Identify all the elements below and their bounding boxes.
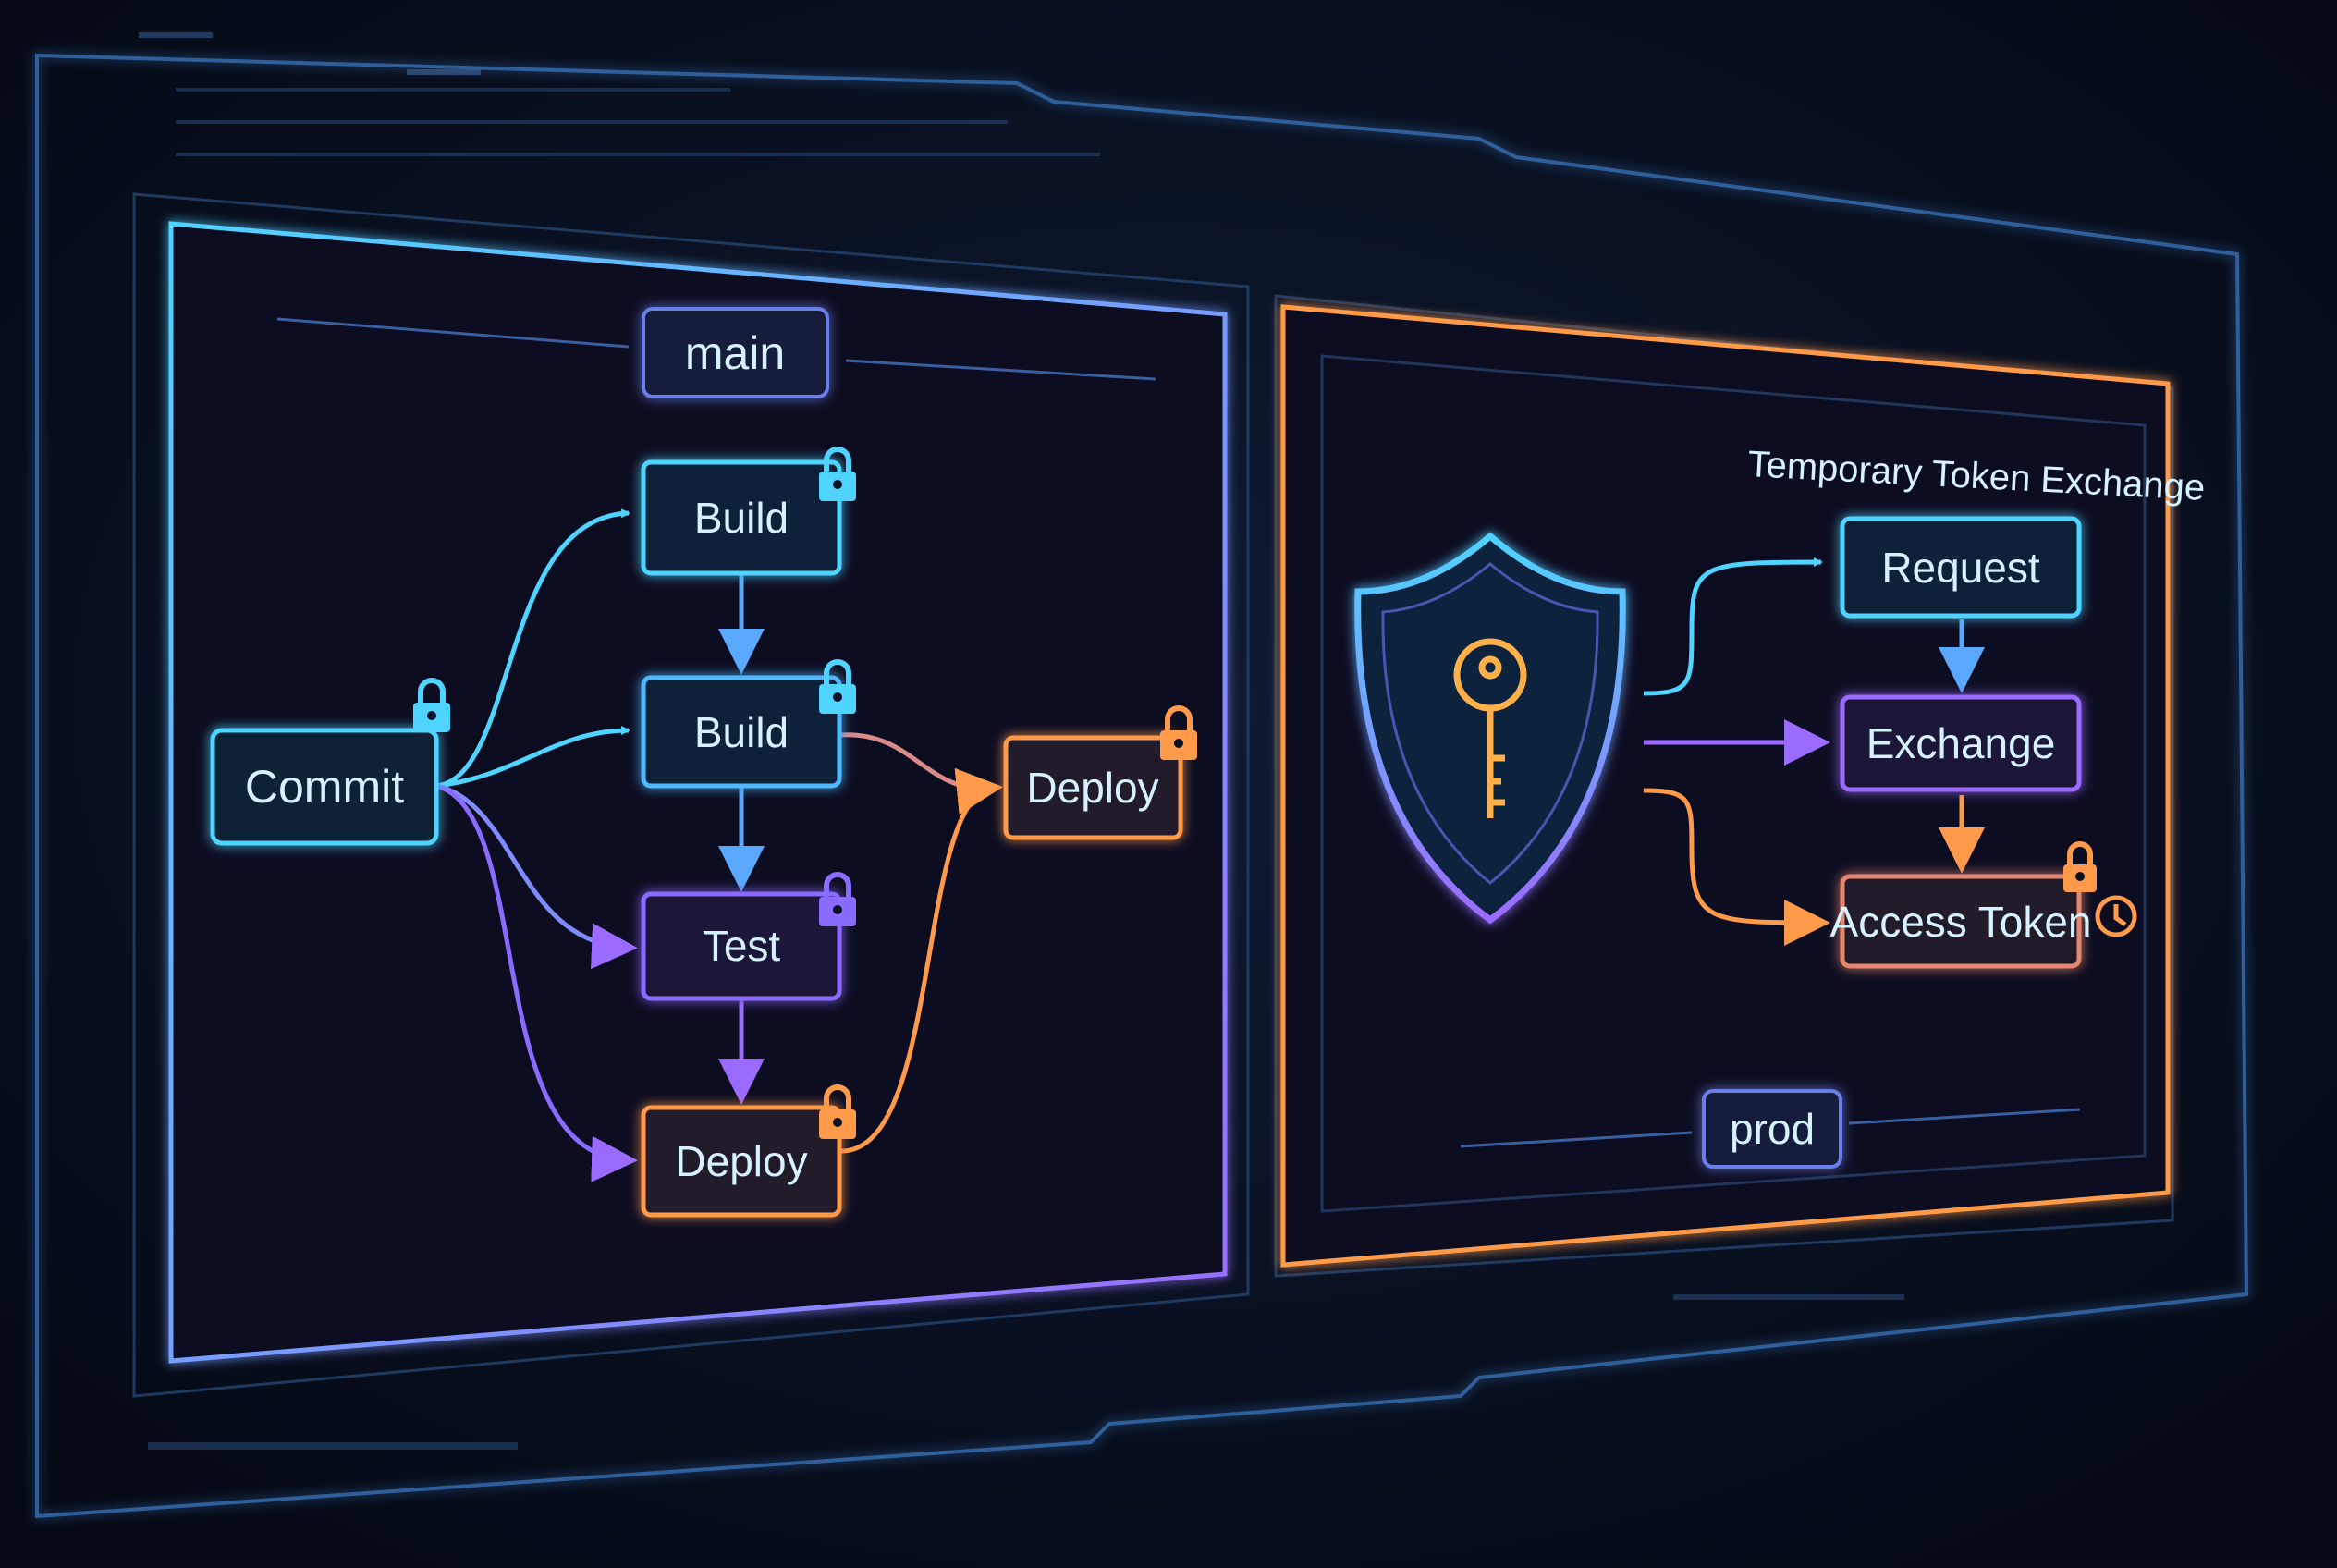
svg-text:Deploy: Deploy bbox=[675, 1137, 807, 1185]
node-deploy-staged[interactable]: Deploy bbox=[641, 1105, 842, 1218]
branch-label: main bbox=[685, 327, 785, 379]
token-exchange-panel: Temporary Token Exchange Request Exc bbox=[1280, 304, 2206, 1268]
svg-text:Test: Test bbox=[703, 922, 781, 970]
edge-deploy-deploy bbox=[838, 768, 1003, 1154]
hud-data-lines bbox=[139, 32, 1904, 1450]
node-commit[interactable]: Commit bbox=[210, 728, 439, 846]
svg-text:Build: Build bbox=[694, 708, 789, 756]
svg-text:Access Token: Access Token bbox=[1830, 898, 2092, 946]
step-exchange[interactable]: Exchange bbox=[1840, 694, 2082, 792]
lock-icon bbox=[819, 659, 856, 714]
divider bbox=[276, 317, 630, 349]
edge-commit-build1 bbox=[435, 508, 630, 789]
pipeline-panel-border bbox=[168, 221, 1228, 1364]
branch-badge-main[interactable]: main bbox=[642, 307, 829, 398]
step-request[interactable]: Request bbox=[1840, 516, 2082, 619]
svg-text:Build: Build bbox=[694, 494, 789, 542]
lock-icon bbox=[2063, 841, 2097, 892]
node-test[interactable]: Test bbox=[641, 891, 842, 1001]
step-access-token[interactable]: Access Token bbox=[1830, 874, 2092, 969]
lock-icon bbox=[819, 1084, 856, 1139]
token-connectors bbox=[1643, 557, 1985, 946]
clock-icon bbox=[2095, 895, 2137, 937]
edge-commit-test bbox=[435, 783, 638, 970]
svg-text:prod: prod bbox=[1730, 1105, 1815, 1153]
pipeline-connectors bbox=[435, 508, 1003, 1182]
divider bbox=[845, 359, 1156, 381]
divider bbox=[1848, 1108, 2081, 1125]
node-build-2[interactable]: Build bbox=[641, 675, 842, 789]
outer-frame bbox=[35, 53, 2249, 1519]
svg-text:Request: Request bbox=[1881, 544, 2040, 592]
lock-icon bbox=[413, 678, 450, 732]
lock-icon bbox=[1160, 705, 1197, 760]
ci-pipeline-panel: main Commit Build Build bbox=[168, 221, 1228, 1364]
node-deploy-final[interactable]: Deploy bbox=[1003, 735, 1183, 840]
divider bbox=[1460, 1131, 1693, 1148]
lock-icon bbox=[819, 447, 856, 501]
shield-key-icon bbox=[1354, 532, 1626, 925]
svg-text:Commit: Commit bbox=[245, 761, 404, 813]
edge-commit-build2 bbox=[435, 726, 630, 789]
key-icon bbox=[1453, 638, 1527, 818]
svg-text:Exchange: Exchange bbox=[1866, 719, 2056, 767]
edge-commit-deploy bbox=[435, 783, 638, 1182]
inner-frame bbox=[132, 192, 1250, 1398]
lock-icon bbox=[819, 872, 856, 926]
svg-text:Deploy: Deploy bbox=[1026, 764, 1158, 812]
environment-badge-prod[interactable]: prod bbox=[1702, 1089, 1842, 1169]
node-build-1[interactable]: Build bbox=[641, 459, 842, 576]
token-panel-inner bbox=[1320, 354, 2147, 1213]
